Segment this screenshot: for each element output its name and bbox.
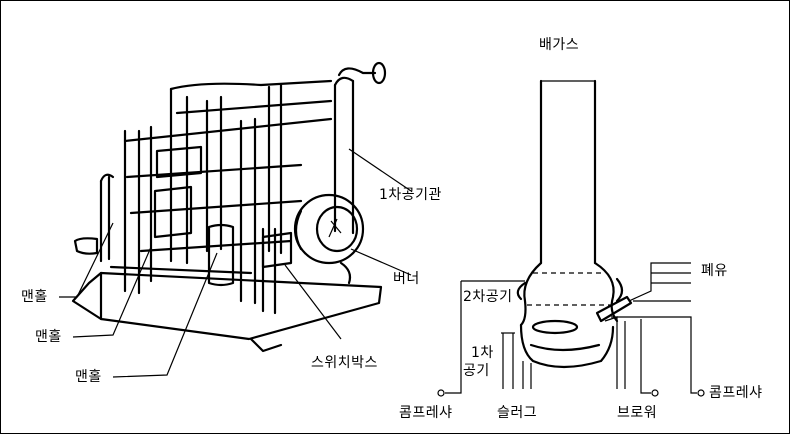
incinerator-perspective-drawing (71, 61, 387, 353)
secondary-air-label: 2차공기 (463, 289, 513, 305)
exhaust-gas-label: 배가스 (539, 37, 580, 53)
incinerator-section-drawing (437, 79, 705, 397)
primary-air-pipe-label: 1차공기관 (379, 187, 442, 203)
manhole-label-3: 맨홀 (75, 369, 102, 385)
primary-air-label-line1: 1차 (471, 345, 494, 361)
waste-oil-label: 폐유 (701, 263, 728, 279)
manhole-label-1: 맨홀 (21, 289, 48, 305)
compressor-label-right: 콤프레샤 (709, 385, 763, 401)
primary-air-label-line2: 공기 (463, 363, 490, 379)
burner-label: 버너 (393, 271, 420, 287)
blower-label: 브로워 (617, 405, 658, 421)
leader-lines-left (59, 148, 412, 378)
compressor-label-left: 콤프레샤 (399, 405, 453, 421)
switch-box-label: 스위치박스 (311, 355, 378, 371)
slag-label: 슬러그 (497, 405, 538, 421)
manhole-label-2: 맨홀 (35, 329, 62, 345)
